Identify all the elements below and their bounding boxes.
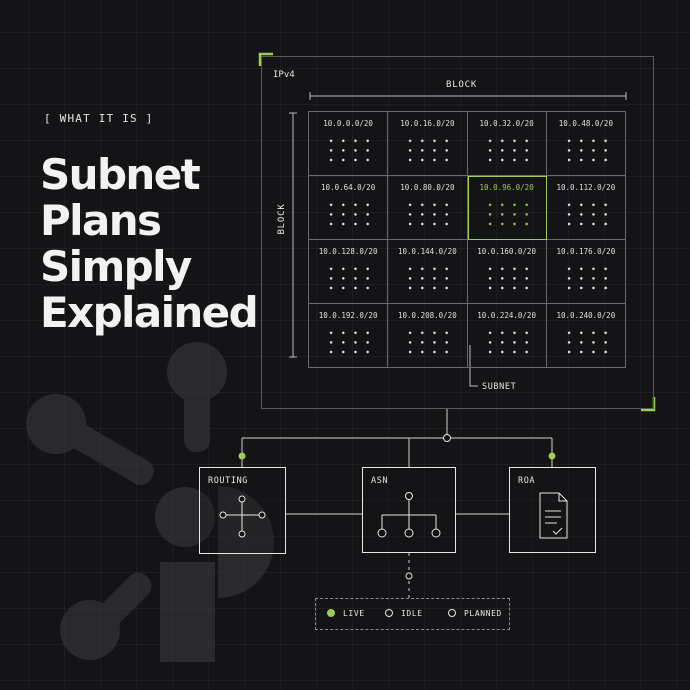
host-dots	[325, 264, 372, 295]
subnet-label-text: 10.0.96.0/20	[479, 183, 534, 192]
subnet-label-text: 10.0.208.0/20	[398, 311, 457, 320]
frame-label: IPv4	[273, 70, 295, 80]
title-line: Plans	[40, 196, 162, 245]
legend-item-idle: IDLE	[385, 609, 423, 618]
deco-bar-left	[47, 412, 154, 485]
subnet-label-text: 10.0.112.0/20	[556, 183, 616, 192]
status-legend: LIVE IDLE PLANNED	[315, 598, 510, 630]
legend-item-live: LIVE	[327, 609, 365, 618]
subnet-cell: 10.0.240.0/20	[546, 304, 626, 368]
document-check-icon	[539, 492, 568, 539]
subnet-label-text: 10.0.160.0/20	[477, 247, 536, 256]
org-tree-icon	[377, 492, 441, 538]
live-dot-icon	[327, 609, 335, 617]
host-dots	[562, 264, 609, 295]
host-dots	[404, 328, 451, 359]
corner-accent-bottom-right	[641, 397, 656, 412]
legend-planned-label: PLANNED	[464, 609, 502, 618]
subnet-cell: 10.0.80.0/20	[388, 176, 468, 240]
host-dots	[325, 136, 372, 167]
subnet-label-text: 10.0.48.0/20	[558, 119, 613, 128]
subnet-cell: 10.0.176.0/20	[546, 240, 626, 304]
subnet-label-text: 10.0.192.0/20	[318, 311, 378, 320]
corner-accent-top-left	[258, 52, 273, 66]
subnet-label-text: 10.0.0.0/20	[323, 119, 373, 128]
subnet-label-text: 10.0.128.0/20	[318, 247, 378, 256]
asn-label: ASN	[371, 476, 389, 486]
host-dots	[483, 328, 530, 359]
junction-node	[443, 434, 451, 442]
planned-dot-icon	[448, 609, 456, 617]
routing-box: ROUTING	[199, 467, 286, 554]
subnet-cell: 10.0.112.0/20	[546, 176, 626, 240]
subnet-label-text: 10.0.64.0/20	[321, 183, 376, 192]
subnet-cell: 10.0.64.0/20	[309, 176, 389, 240]
legend-idle-label: IDLE	[401, 609, 423, 618]
subnet-cell: 10.0.144.0/20	[388, 240, 468, 304]
routing-label: ROUTING	[208, 476, 249, 486]
deco-circle-mid	[155, 487, 215, 547]
asn-box: ASN	[362, 467, 456, 553]
subnet-cell: 10.0.224.0/20	[467, 304, 547, 368]
host-dots	[404, 136, 451, 167]
roa-box: ROA	[509, 467, 596, 553]
host-dots	[483, 264, 530, 295]
subnet-label-text: 10.0.224.0/20	[477, 311, 536, 320]
legend-live-label: LIVE	[343, 609, 365, 618]
subnet-cell: 10.0.128.0/20	[309, 240, 389, 304]
ipv4-frame	[261, 56, 654, 409]
subnet-cell: 10.0.160.0/20	[467, 240, 547, 304]
subnet-cell: 10.0.32.0/20	[467, 112, 547, 176]
idle-dot-icon	[385, 609, 393, 617]
title-line: Explained	[40, 288, 259, 337]
legend-item-planned: PLANNED	[448, 609, 502, 618]
deco-bar-bottom	[69, 572, 152, 655]
status-dot-routing	[238, 452, 246, 460]
host-dots	[562, 136, 609, 167]
host-dots	[325, 200, 372, 231]
block-label-left: BLOCK	[277, 203, 287, 235]
host-dots	[483, 200, 530, 231]
section-tag: [ WHAT IT IS ]	[44, 112, 154, 125]
subnet-pointer-line	[469, 345, 478, 387]
page-title: Subnet Plans Simply Explained	[40, 150, 259, 337]
host-dots	[404, 200, 451, 231]
block-label-top: BLOCK	[446, 80, 478, 90]
routing-cross-icon	[219, 495, 266, 538]
ruler-top	[309, 92, 627, 100]
subnet-label-text: 10.0.144.0/20	[398, 247, 457, 256]
title-line: Simply	[40, 242, 192, 291]
subnet-cell: 10.0.192.0/20	[309, 304, 389, 368]
status-dot-roa	[548, 452, 556, 460]
subnet-label: SUBNET	[482, 382, 517, 392]
roa-label: ROA	[518, 476, 536, 486]
ruler-left	[289, 112, 297, 358]
host-dots	[562, 200, 609, 231]
subnet-cell: 10.0.0.0/20	[309, 112, 389, 176]
subnet-label-text: 10.0.16.0/20	[400, 119, 455, 128]
subnet-label-text: 10.0.80.0/20	[400, 183, 455, 192]
host-dots	[325, 328, 372, 359]
host-dots	[562, 328, 609, 359]
deco-bar-top	[184, 360, 210, 452]
subnet-label-text: 10.0.32.0/20	[479, 119, 534, 128]
deco-block	[160, 562, 215, 662]
subnet-grid: 10.0.0.0/20 10.0.16.0/20 10.0.32.0/20 10.0.…	[308, 111, 626, 368]
status-node-asn	[405, 572, 413, 580]
host-dots	[404, 264, 451, 295]
title-line: Subnet	[40, 150, 201, 199]
host-dots	[483, 136, 530, 167]
subnet-cell: 10.0.16.0/20	[388, 112, 468, 176]
subnet-cell: 10.0.48.0/20	[546, 112, 626, 176]
subnet-label-text: 10.0.240.0/20	[556, 311, 616, 320]
subnet-label-text: 10.0.176.0/20	[556, 247, 616, 256]
subnet-cell: 10.0.208.0/20	[388, 304, 468, 368]
subnet-cell: 10.0.96.0/20	[467, 176, 547, 240]
